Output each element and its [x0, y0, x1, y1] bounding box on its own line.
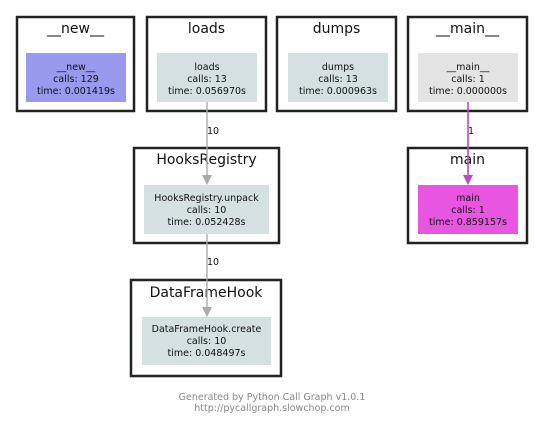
node-main-dunder[interactable]	[418, 53, 518, 102]
node-main-name: main	[456, 193, 480, 204]
node-hooksregistry-unpack-calls: calls: 10	[187, 205, 227, 216]
edge-maindunder-to-main: 1	[463, 102, 474, 185]
edge-loads-to-unpack-label: 10	[207, 126, 219, 137]
node-loads[interactable]	[157, 53, 257, 102]
node-dumps-name: dumps	[322, 62, 354, 73]
node-new-time: time: 0.001419s	[37, 86, 115, 97]
footer-url[interactable]: http://pycallgraph.slowchop.com	[194, 403, 349, 414]
cluster-dumps-title: dumps	[313, 21, 361, 37]
node-hooksregistry-unpack-name: HooksRegistry.unpack	[154, 193, 259, 204]
cluster-new-title: __new__	[46, 21, 105, 37]
node-loads-calls: calls: 13	[187, 74, 227, 85]
node-main[interactable]	[418, 185, 518, 234]
cluster-loads: loads loads calls: 13 time: 0.056970s	[145, 15, 268, 113]
node-dataframehook-create[interactable]	[142, 317, 271, 365]
node-main-dunder-name: __main__	[446, 62, 490, 73]
cluster-new: __new__ __new__ calls: 129 time: 0.00141…	[15, 15, 136, 113]
node-hooksregistry-unpack[interactable]	[144, 185, 269, 234]
node-dumps-time: time: 0.000963s	[299, 86, 377, 97]
cluster-main-dunder-title: __main__	[435, 21, 500, 37]
node-main-calls: calls: 1	[451, 205, 485, 216]
node-hooksregistry-unpack-time: time: 0.052428s	[168, 217, 246, 228]
node-loads-name: loads	[194, 62, 219, 73]
node-new[interactable]	[26, 53, 126, 102]
cluster-main-dunder: __main__ __main__ calls: 1 time: 0.00000…	[406, 15, 529, 113]
node-dataframehook-create-name: DataFrameHook.create	[152, 324, 262, 335]
edge-loads-to-unpack: 10	[202, 102, 219, 185]
node-new-calls: calls: 129	[53, 74, 99, 85]
node-main-dunder-time: time: 0.000000s	[429, 86, 507, 97]
footer-generated-by: Generated by Python Call Graph v1.0.1	[179, 392, 366, 403]
cluster-main: main main calls: 1 time: 0.859157s	[406, 146, 529, 245]
cluster-dumps: dumps dumps calls: 13 time: 0.000963s	[275, 15, 398, 113]
cluster-dataframehook: DataFrameHook DataFrameHook.create calls…	[129, 278, 283, 378]
node-dataframehook-create-time: time: 0.048497s	[168, 348, 246, 359]
cluster-loads-title: loads	[188, 21, 225, 37]
node-dumps-calls: calls: 13	[318, 74, 358, 85]
node-loads-time: time: 0.056970s	[168, 86, 246, 97]
node-main-time: time: 0.859157s	[429, 217, 507, 228]
edge-unpack-to-create-label: 10	[207, 257, 219, 268]
node-main-dunder-calls: calls: 1	[451, 74, 485, 85]
node-dumps[interactable]	[288, 53, 388, 102]
node-new-name: __new__	[56, 62, 96, 73]
node-dataframehook-create-calls: calls: 10	[187, 336, 227, 347]
edge-unpack-to-create: 10	[202, 234, 219, 317]
edge-maindunder-to-main-label: 1	[468, 126, 474, 137]
